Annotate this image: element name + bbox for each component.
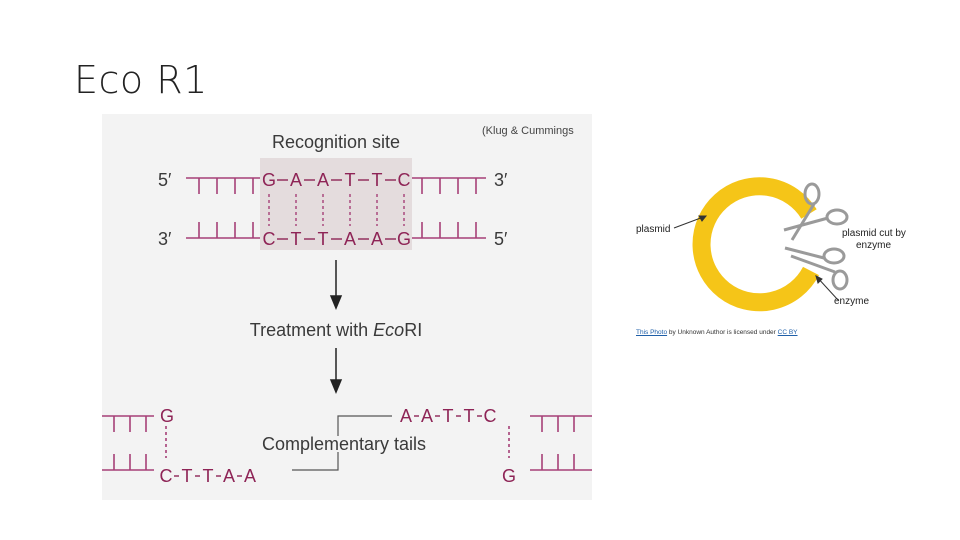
down-arrow-2 [329,348,343,394]
right-fragment-backbone [508,415,592,471]
left-fragment-base: T [182,466,193,486]
recognition-site-box [260,158,412,250]
right-fragment-base: T [443,406,454,426]
credit-text: by Unknown Author is licensed under [667,329,778,336]
bottom-strand-base: A [371,229,383,249]
top-strand-base: G [262,170,276,190]
ecori-dna-figure: Recognition site (Klug & Cummings 5′ 3′ … [102,114,592,500]
dna-diagram: Recognition site (Klug & Cummings 5′ 3′ … [102,125,592,486]
scissors-icon-upper [783,182,849,241]
bottom-strand-base: G [397,229,411,249]
left-fragment-backbone [102,415,167,471]
bottom-strand-backbone [186,222,486,239]
five-prime-label-top: 5′ [158,170,172,190]
top-strand-base: C [398,170,411,190]
treatment-label: Treatment with EcoRI [250,320,422,340]
label-arrows [673,215,839,301]
three-prime-label-bottom: 3′ [158,229,172,249]
recognition-site-heading: Recognition site [272,132,400,152]
bottom-strand-base: T [318,229,329,249]
bottom-strand-base: A [344,229,356,249]
bottom-strand-base: T [291,229,302,249]
enzyme-label: enzyme [834,296,869,307]
top-strand-base: T [372,170,383,190]
bottom-strand-base: C [263,229,276,249]
left-fragment-base: A [244,466,256,486]
top-strand-base: A [317,170,329,190]
photo-link[interactable]: This Photo [636,329,668,336]
three-prime-label-top: 3′ [494,170,508,190]
right-fragment-base: A [400,406,412,426]
right-fragment-base: A [421,406,433,426]
hydrogen-bonds [268,194,405,226]
top-strand-base: A [290,170,302,190]
left-fragment-base: A [223,466,235,486]
right-fragment-bottom-base: G [502,466,516,486]
top-strand-backbone [186,177,486,194]
right-fragment-base: C [484,406,497,426]
down-arrow-1 [329,260,343,310]
scissors-icon-lower [784,246,849,291]
plasmid-label: plasmid [636,224,670,235]
left-fragment-top-base: G [160,406,174,426]
license-link[interactable]: CC BY [777,329,798,336]
plasmid-ring [692,177,819,312]
left-fragment-base: C [160,466,173,486]
left-fragment-base: T [203,466,214,486]
tails-brackets [292,415,392,471]
five-prime-label-bottom: 5′ [494,229,508,249]
right-fragment-base: T [464,406,475,426]
image-credit: This Photo by Unknown Author is licensed… [636,329,798,336]
top-strand-base: T [345,170,356,190]
citation-text: (Klug & Cummings [482,125,574,137]
complementary-tails-label: Complementary tails [262,434,426,454]
slide-title: Eco R1 [74,58,208,102]
